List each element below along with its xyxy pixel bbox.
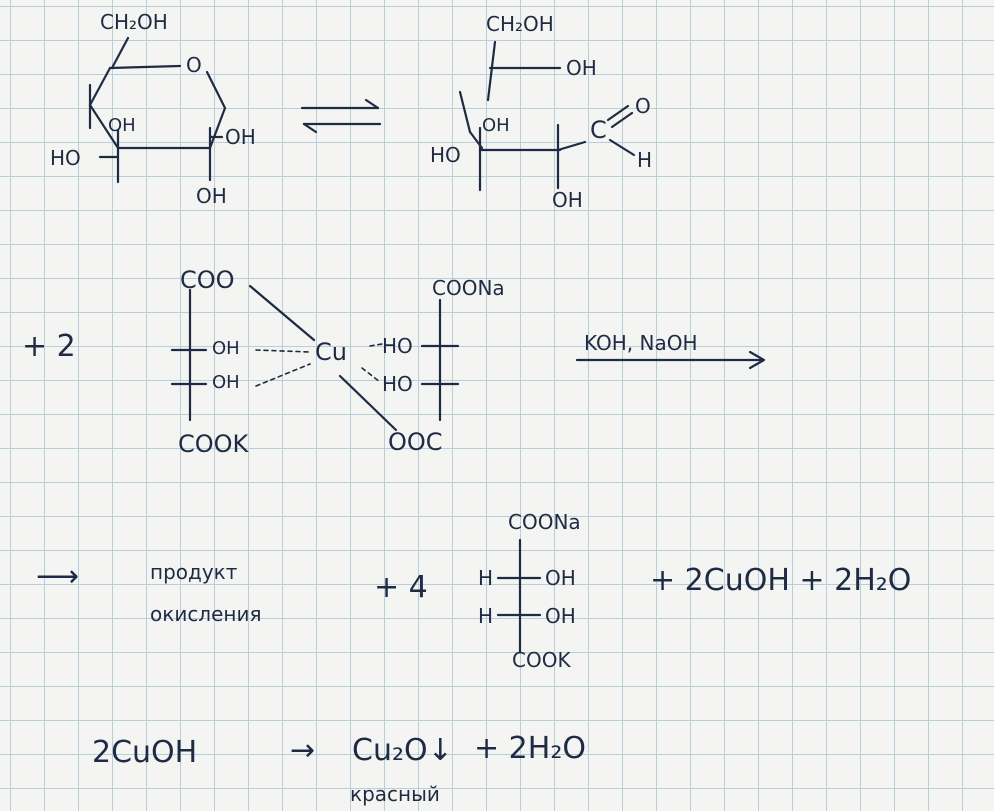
tartrate-oh2: OH xyxy=(545,604,576,628)
tartrate-h1: H xyxy=(478,566,494,590)
step4-left: 2CuOH xyxy=(92,735,198,770)
complex-left-top: COO xyxy=(180,266,235,294)
tartrate-top: COONa xyxy=(508,510,581,534)
oxidation-product-line1: продукт xyxy=(150,560,238,584)
step3-arrow: ⟶ xyxy=(36,559,80,594)
cyclic-oh-bottom: OH xyxy=(196,184,227,208)
oxidation-product-line2: окисления xyxy=(150,602,262,626)
step2-prefix: + 2 xyxy=(22,329,76,364)
open-chain-bonds xyxy=(458,40,636,192)
cyclic-ring-o: O xyxy=(186,53,202,77)
cyclic-oh-inner: OH xyxy=(108,115,136,136)
step3-plus-4: + 4 xyxy=(374,570,428,605)
complex-left-oh2: OH xyxy=(212,372,240,393)
step4-note: красный xyxy=(350,782,440,806)
complex-right-top: COONa xyxy=(432,276,505,300)
open-ho-left: HO xyxy=(430,143,461,167)
open-oh-top-right: OH xyxy=(566,56,597,80)
step4-arrow: → xyxy=(290,733,316,768)
open-oh-bottom: OH xyxy=(552,188,583,212)
glucose-ring-bonds xyxy=(88,36,227,184)
cyclic-ho-left: HO xyxy=(50,146,81,170)
copper-complex-bonds xyxy=(170,284,766,432)
tartrate-bottom: COOK xyxy=(512,648,571,672)
complex-left-oh1: OH xyxy=(212,338,240,359)
reagent-label: KOH, NaOH xyxy=(584,331,698,355)
open-carbonyl-o: O xyxy=(635,94,651,118)
cyclic-ch2oh: CH₂OH xyxy=(100,10,168,34)
tartrate-oh1: OH xyxy=(545,566,576,590)
complex-left-bottom: COOK xyxy=(178,430,249,458)
complex-right-ho2: HO xyxy=(382,372,413,396)
step3-tail: + 2CuOH + 2H₂O xyxy=(650,563,912,598)
step4-tail: + 2H₂O xyxy=(474,731,586,766)
tartrate-h2: H xyxy=(478,604,494,628)
step4-product: Cu₂O↓ xyxy=(352,733,453,768)
cyclic-oh-right: OH xyxy=(225,125,256,149)
open-carbonyl-c: C xyxy=(590,116,607,144)
tartrate-bonds xyxy=(496,538,542,654)
complex-right-ho1: HO xyxy=(382,334,413,358)
equilibrium-arrow-lines xyxy=(300,98,382,134)
open-aldehyde-h: H xyxy=(637,148,653,172)
complex-right-bottom: OOC xyxy=(388,428,443,456)
open-ch2oh: CH₂OH xyxy=(486,12,554,36)
open-oh-inner: OH xyxy=(482,115,510,136)
complex-cu: Cu xyxy=(315,338,347,366)
